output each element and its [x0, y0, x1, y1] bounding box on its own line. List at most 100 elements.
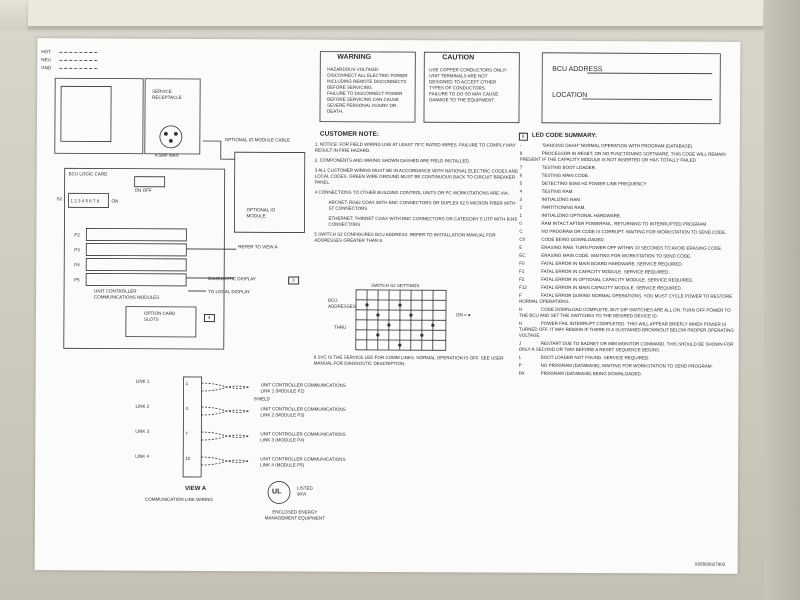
refer-view-a-label: REFER TO VIEW A: [238, 244, 278, 250]
note-num: 5: [314, 231, 317, 237]
led-desc: FATAL ERROR IN OPTIONAL CAPACITY MODULE.…: [541, 276, 694, 283]
ul-mark: UL: [272, 488, 282, 496]
ul-caption: ENCLOSED ENERGY MANAGEMENT EQUIPMENT: [264, 509, 325, 521]
led-desc: INITIALIZING RAM.: [541, 196, 582, 203]
led-desc: BOOT LOADER NOT FOUND. SERVICE REQUIRED.: [540, 354, 650, 361]
led-code: PA: [518, 370, 525, 376]
led-code: -: [519, 142, 522, 148]
led-callout: 6: [518, 132, 528, 141]
led-desc: FATAL ERROR IN MAIN BOARD HARDWARE. SERV…: [541, 260, 683, 267]
link-3-label: LINK 3: [135, 428, 150, 434]
link-4-label: LINK 4: [135, 453, 149, 459]
caution-title: CAUTION: [442, 54, 475, 62]
led-code-row: F0 FATAL ERROR IN MAIN BOARD HARDWARE. SE…: [519, 261, 734, 268]
note-text: SWITCH S2 CONFIGURES BCU ADDRESS. REFER …: [314, 231, 496, 243]
led-code-row: C NO PROGRAM OR CODE IS CORRUPT. WAITING …: [519, 229, 734, 236]
led-desc: POWER FAIL INTERRUPT COMPLETED. THIS WIL…: [518, 320, 734, 338]
ul-number-label: 90VI: [297, 491, 307, 497]
note-text: NOTICE: FOR FIELD WIRING USE AT LEAST 75…: [314, 141, 516, 153]
location-label: LOCATION: [552, 91, 588, 100]
note-num: 4: [314, 189, 318, 195]
enclosure-door-edge: [28, 0, 763, 28]
led-code: C: [519, 228, 523, 234]
wiring-diagram-lines: [54, 51, 721, 504]
led-code-row: P NO PROGRAM (DATABASE), WAITING FOR WORK…: [519, 363, 734, 370]
supply-label-hot: HOT: [41, 49, 51, 55]
note-text: ARCNET: RG62 COAX WITH BNC CONNECTORS OR…: [328, 199, 516, 211]
on-legend-label: ON = ●: [455, 312, 471, 318]
port-label-p2: P2: [74, 232, 80, 238]
led-desc: DETECTING 50/60 HZ POWER LINE FREQUENCY: [541, 180, 647, 187]
optional-io-module-label: OPTIONAL IO MODULE: [246, 207, 276, 219]
caution-body: USE COPPER CONDUCTORS ONLY! UNIT TERMINA…: [429, 67, 517, 103]
link-4-module: UNIT CONTROLLER COMMUNICATIONS LINK 4 (M…: [260, 456, 346, 468]
terminal-number: 4: [185, 405, 188, 411]
unit-controller-modules-label: UNIT CONTROLLER COMMUNICATIONS MODULES: [94, 288, 160, 300]
note-num: 6: [313, 354, 317, 360]
led-desc: TESTING MAIN CODE.: [541, 172, 590, 179]
switch-table-title: SWITCH S2 SETTINGS: [371, 282, 420, 289]
led-desc: ERASING RAM. TURN POWER OFF WITHIN 10 SE…: [541, 244, 723, 251]
note-text: ETHERNET: THINNET COAX WITH BNC CONNECTO…: [328, 215, 518, 227]
terminal-number: 7: [185, 430, 188, 436]
customer-note-item: 1. NOTICE: FOR FIELD WIRING USE AT LEAST…: [315, 142, 520, 155]
led-code: F12: [519, 284, 527, 290]
shield-label: SHIELD: [253, 396, 270, 402]
customer-note-item: 5 SWITCH S2 CONFIGURES BCU ADDRESS. REFE…: [314, 232, 519, 245]
amp-max-label: 4.5MP MAX: [154, 152, 179, 158]
link-3-module: UNIT CONTROLLER COMMUNICATIONS LINK 3 (M…: [260, 431, 346, 443]
warning-line: DEATH.: [327, 108, 344, 114]
s2-on-label: ON: [111, 198, 119, 204]
part-number: X05560027903: [694, 561, 726, 567]
led-code-row: F1 FATAL ERROR IN CAPACITY MODULE. SERVIC…: [519, 269, 734, 276]
port-label-p5: P5: [74, 277, 80, 283]
led-code: F1: [519, 268, 525, 274]
note-text: COMPONENTS AND WIRING SHOWN DASHED ARE F…: [319, 157, 470, 164]
callout-4: 4: [203, 314, 215, 323]
customer-note-list: 1. NOTICE: FOR FIELD WIRING USE AT LEAST…: [314, 142, 520, 249]
led-desc: CODE DOWNLOAD COMPLETE, BUT DIP SWITCHES…: [518, 306, 731, 319]
led-code: F0: [519, 260, 525, 266]
terminal-number: 1: [185, 380, 189, 386]
customer-note-item: ETHERNET: THINNET COAX WITH BNC CONNECTO…: [314, 216, 519, 229]
led-code: C0: [519, 236, 526, 242]
led-desc: FATAL ERROR IN CAPACITY MODULE. SERVICE …: [541, 268, 670, 275]
led-desc: NO PROGRAM OR CODE IS CORRUPT. WAITING F…: [541, 228, 727, 235]
led-desc: RAM INTACT AFTER POWERFAIL, RETURNING TO…: [541, 220, 708, 227]
to-local-display-label: TO LOCAL DISPLAY: [208, 289, 251, 295]
led-desc: TESTING RAM.: [541, 188, 574, 194]
supply-label-gnd: GND: [41, 65, 52, 71]
led-code: 0: [519, 220, 522, 226]
note-text: SVC IS THE SERVICE LED FOR COMM LINKS. N…: [313, 354, 504, 367]
led-code: 5: [519, 180, 523, 186]
port-label-p3: P3: [74, 247, 80, 253]
led-desc: PROCESSOR IN RESET, OR NO FUNCTIONING SO…: [519, 150, 726, 163]
led-desc: RESTART DUE TO BADNET OR MIM MONITOR COM…: [518, 340, 734, 353]
link-2-module: UNIT CONTROLLER COMMUNICATIONS LINK 2 (M…: [260, 406, 346, 418]
bcu-address-label: BCU ADDRESS: [552, 65, 603, 74]
customer-note-item: 3 ALL CUSTOMER WIRING MUST BE IN ACCORDA…: [315, 168, 520, 187]
customer-note-item: ARCNET: RG62 COAX WITH BNC CONNECTORS OR…: [314, 200, 519, 213]
link-1-module: UNIT CONTROLLER COMMUNICATIONS LINK 1 (M…: [260, 382, 346, 394]
note-num: 2.: [314, 157, 319, 163]
led-desc: "DANCING DASH" NORMAL OPERATION WITH PRO…: [541, 142, 693, 149]
link-1-label: LINK 1: [135, 378, 150, 384]
note-text: CONNECTIONS TO OTHER BUILDING CONTROL UN…: [318, 189, 509, 196]
note-num: 3: [314, 167, 318, 173]
led-desc: NO PROGRAM (DATABASE), WAITING FOR WORKS…: [540, 362, 713, 369]
led-code: P: [518, 362, 522, 368]
diagnostic-display-label: DIAGNOSTIC DISPLAY: [208, 276, 257, 282]
port-label-p4: P4: [74, 262, 80, 268]
